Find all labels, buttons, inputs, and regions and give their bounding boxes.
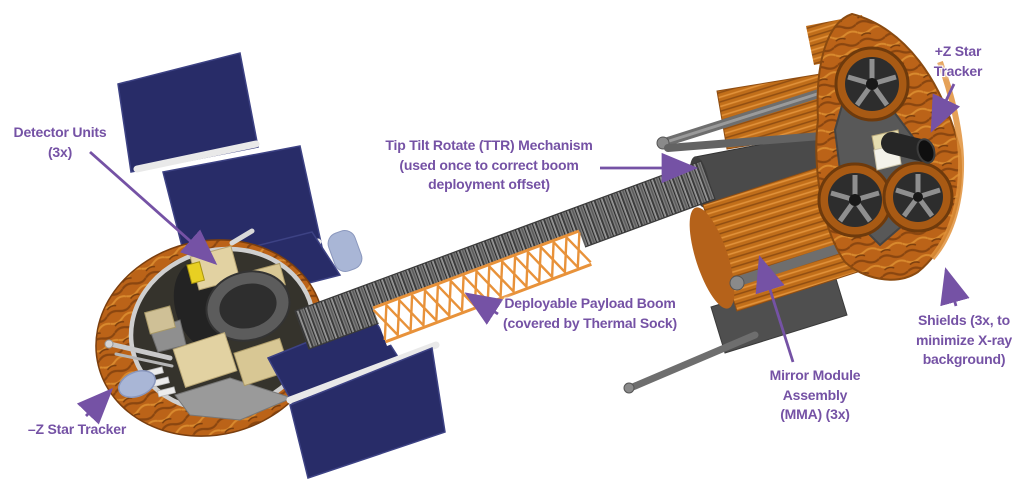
- detector-units-label: Detector Units (3x): [13, 124, 107, 160]
- bus-strut: [104, 228, 255, 368]
- panel-hinge: [286, 341, 440, 404]
- detector-units-arrow: [89, 150, 218, 266]
- minus-z-star-tracker-arrow: [76, 387, 114, 425]
- plus-z-star-tracker-arrow: [930, 83, 961, 133]
- minus-z-star-tracker-label: –Z Star Tracker: [27, 421, 127, 437]
- mirror-module-assembly-label: Mirror Module Assembly (MMA) (3x): [769, 367, 861, 422]
- solar-panel: [289, 346, 446, 479]
- shield-endcap: [689, 207, 735, 309]
- mirror-module: [817, 162, 893, 238]
- payload-boom: [294, 160, 716, 350]
- mirror-module: [834, 46, 910, 122]
- minus-z-star-tracker-aperture: [118, 370, 156, 398]
- payload-boom-label: Deployable Payload Boom (covered by Ther…: [503, 295, 677, 331]
- solar-array-lower: [266, 315, 446, 479]
- plus-z-star-tracker-label: +Z Star Tracker: [933, 43, 983, 79]
- boom-canister-core: [219, 283, 277, 329]
- plus-z-star-tracker-unit: [871, 129, 936, 171]
- instrument-box: [143, 305, 177, 335]
- mirror-module: [882, 161, 954, 233]
- bench-plate: [174, 377, 294, 421]
- mirror-module-assembly-arrow: [755, 255, 795, 363]
- solar-panel: [117, 52, 259, 173]
- shields-arrow: [940, 267, 970, 307]
- annotation-arrows: [76, 83, 970, 425]
- ttr-mechanism-label: Tip Tilt Rotate (TTR) Mechanism (used on…: [385, 137, 593, 192]
- instrument-box: [172, 332, 238, 388]
- star-tracker-lens: [916, 138, 936, 164]
- panel-hinge: [133, 140, 260, 173]
- shields-label: Shields (3x, to minimize X-ray backgroun…: [915, 312, 1012, 367]
- radiator: [327, 230, 363, 272]
- optics-bench-plate: [815, 12, 965, 281]
- payload-boom-arrow: [464, 292, 504, 325]
- spacecraft-bus: [95, 228, 325, 437]
